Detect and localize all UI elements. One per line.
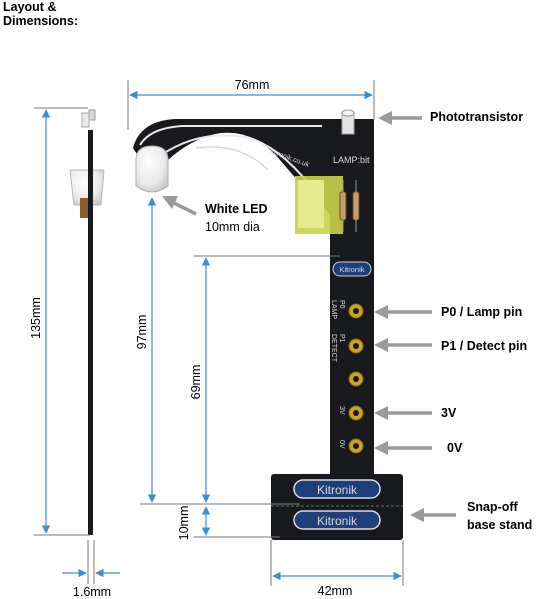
arrow-base-icon [410,508,424,522]
base-logo-bottom [293,510,381,530]
pcb-post [330,119,374,479]
pad-label-lamp: LAMP [330,300,337,319]
arrow-3v-icon [374,406,388,420]
side-phototransistor-icon [88,109,96,121]
base-logo-top-text: Kitronik [317,483,358,497]
label-snap-line-1: Snap-off [467,500,518,514]
arrow-p0-icon [374,305,388,319]
pad-label-p1: P1 [338,334,345,343]
board-name: LAMP:bit [333,155,370,165]
pad-label-0v: 0V [338,440,345,449]
side-phototransistor-lens-icon [81,112,90,128]
arrow-phototransistor-icon [378,111,392,125]
dim-base-height: 10mm [177,506,191,541]
arrow-p1-icon [374,338,388,352]
label-p1: P1 / Detect pin [441,339,528,353]
arrow-0v-icon [374,441,388,455]
label-white-led-sub: 10mm dia [205,220,260,234]
label-snap-line-2: base stand [467,518,533,532]
dim-thickness: 1.6mm [73,585,111,599]
white-led-icon [135,145,169,193]
label-0v: 0V [447,441,463,455]
page-title: Layout & Dimensions: [3,0,78,28]
dim-height-led: 97mm [135,315,149,350]
label-phototransistor: Phototransistor [430,110,524,124]
pad-label-p0: P0 [338,300,345,309]
side-pcb [88,130,93,535]
component-area-inner [298,180,324,228]
side-view [69,109,105,535]
title-line-1: Layout & [3,0,57,14]
dim-height-total: 135mm [29,297,43,339]
base-logo-top [293,479,381,499]
side-resistor-icon [80,198,88,218]
front-view-board: kitronik.co.uk LAMP:bit Kitronik P0 LAMP… [133,109,403,540]
dim-base-width: 42mm [318,584,353,598]
pad-label-3v: 3V [338,406,345,415]
label-white-led: White LED [205,202,268,216]
base-logo-bottom-text: Kitronik [317,514,358,528]
dim-width-top: 76mm [235,78,270,92]
pad-label-detect: DETECT [330,334,337,363]
label-3v: 3V [441,406,457,420]
post-brand-text: Kitronik [339,265,364,274]
dimension-lines [34,80,404,586]
post-brand-badge [332,261,372,277]
arrow-led-icon [162,196,178,209]
dim-height-lamp: 69mm [189,365,203,400]
callout-arrows [162,111,456,522]
title-line-2: Dimensions: [3,14,79,28]
label-p0: P0 / Lamp pin [441,305,523,319]
